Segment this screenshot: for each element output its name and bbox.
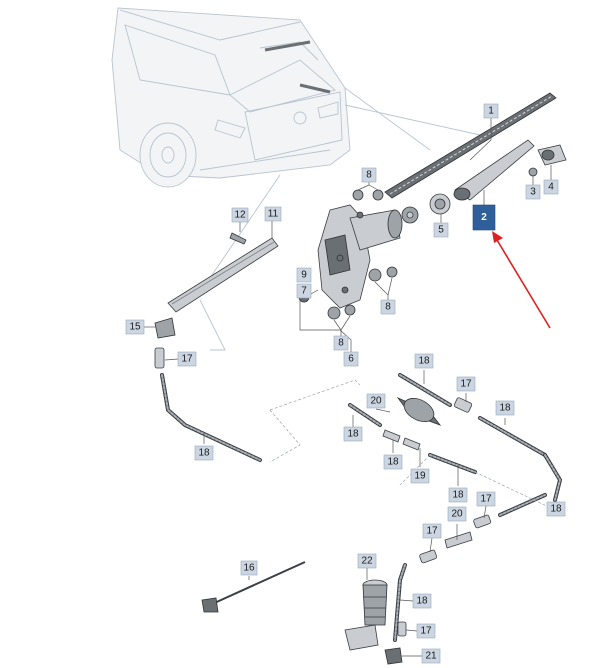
svg-text:20: 20 <box>451 509 463 520</box>
trim-strip <box>167 232 279 313</box>
leader-lines <box>144 118 557 657</box>
svg-text:3: 3 <box>530 187 536 198</box>
label-8a: 8 <box>361 167 377 183</box>
label-11: 11 <box>264 206 282 222</box>
label-4: 4 <box>543 179 559 195</box>
car-rear-illustration <box>111 7 351 188</box>
label-18c: 18 <box>343 426 363 442</box>
svg-text:18: 18 <box>550 504 562 515</box>
wiper-blade <box>384 92 557 199</box>
label-17d: 17 <box>422 523 442 539</box>
svg-text:6: 6 <box>348 354 354 365</box>
svg-text:17: 17 <box>420 626 432 637</box>
svg-text:16: 16 <box>243 563 255 574</box>
label-16: 16 <box>240 560 258 576</box>
label-18h: 22 <box>357 553 377 569</box>
svg-text:17: 17 <box>460 379 472 390</box>
label-2: 2 <box>472 204 496 231</box>
label-3: 3 <box>525 184 541 200</box>
wiper-arm <box>453 139 535 201</box>
svg-text:17: 17 <box>426 526 438 537</box>
label-20a: 19 <box>410 468 430 484</box>
svg-text:19: 19 <box>414 471 426 482</box>
svg-text:2: 2 <box>481 212 487 223</box>
svg-text:7: 7 <box>301 286 307 297</box>
label-6: 6 <box>343 351 359 367</box>
svg-text:18: 18 <box>452 490 464 501</box>
label-17e: 17 <box>416 623 436 639</box>
label-18a: 18 <box>414 353 434 369</box>
svg-text:15: 15 <box>129 322 141 333</box>
label-18f: 18 <box>546 501 566 517</box>
svg-text:8: 8 <box>338 338 344 349</box>
svg-text:21: 21 <box>425 651 437 662</box>
cable-tie <box>201 561 306 613</box>
label-12: 12 <box>231 207 249 223</box>
svg-text:8: 8 <box>366 170 372 181</box>
wiper-motor <box>317 204 403 309</box>
svg-text:18: 18 <box>347 429 359 440</box>
svg-text:18: 18 <box>198 448 210 459</box>
hose-middle <box>348 373 563 564</box>
svg-text:17: 17 <box>181 354 193 365</box>
svg-text:18: 18 <box>387 457 399 468</box>
svg-text:1: 1 <box>488 106 494 117</box>
svg-text:12: 12 <box>234 210 246 221</box>
label-17a: 17 <box>177 351 197 367</box>
part-labels: 1 2 3 4 5 6 7 8 8 8 9 11 12 15 16 17 17 … <box>125 103 566 664</box>
label-1: 1 <box>483 103 499 119</box>
label-7: 7 <box>296 283 312 299</box>
label-17b: 17 <box>456 376 476 392</box>
svg-text:22: 22 <box>361 556 373 567</box>
label-18e: 18 <box>448 487 468 503</box>
label-18g: 18 <box>412 593 432 609</box>
highlight-arrow <box>492 231 551 329</box>
svg-text:9: 9 <box>301 270 307 281</box>
label-9: 9 <box>296 267 312 283</box>
label-5: 5 <box>433 222 449 238</box>
label-19: 18 <box>383 454 403 470</box>
svg-text:20: 20 <box>370 396 382 407</box>
label-18b: 18 <box>495 400 515 416</box>
label-17c: 17 <box>476 491 496 507</box>
svg-text:5: 5 <box>438 225 444 236</box>
svg-text:18: 18 <box>499 403 511 414</box>
svg-text:8: 8 <box>385 302 391 313</box>
label-8c: 8 <box>333 335 349 351</box>
svg-text:18: 18 <box>418 356 430 367</box>
washer-pump <box>344 563 407 665</box>
label-8b: 8 <box>380 299 396 315</box>
svg-text:17: 17 <box>480 494 492 505</box>
label-21: 20 <box>366 393 386 409</box>
svg-text:11: 11 <box>268 209 279 220</box>
label-22: 21 <box>421 648 441 664</box>
label-20b: 20 <box>447 506 467 522</box>
svg-text:18: 18 <box>416 596 428 607</box>
arm-cap <box>528 144 567 177</box>
label-15: 15 <box>125 319 145 335</box>
hose-left <box>154 317 262 462</box>
svg-text:4: 4 <box>548 182 554 193</box>
label-18d: 18 <box>194 445 214 461</box>
